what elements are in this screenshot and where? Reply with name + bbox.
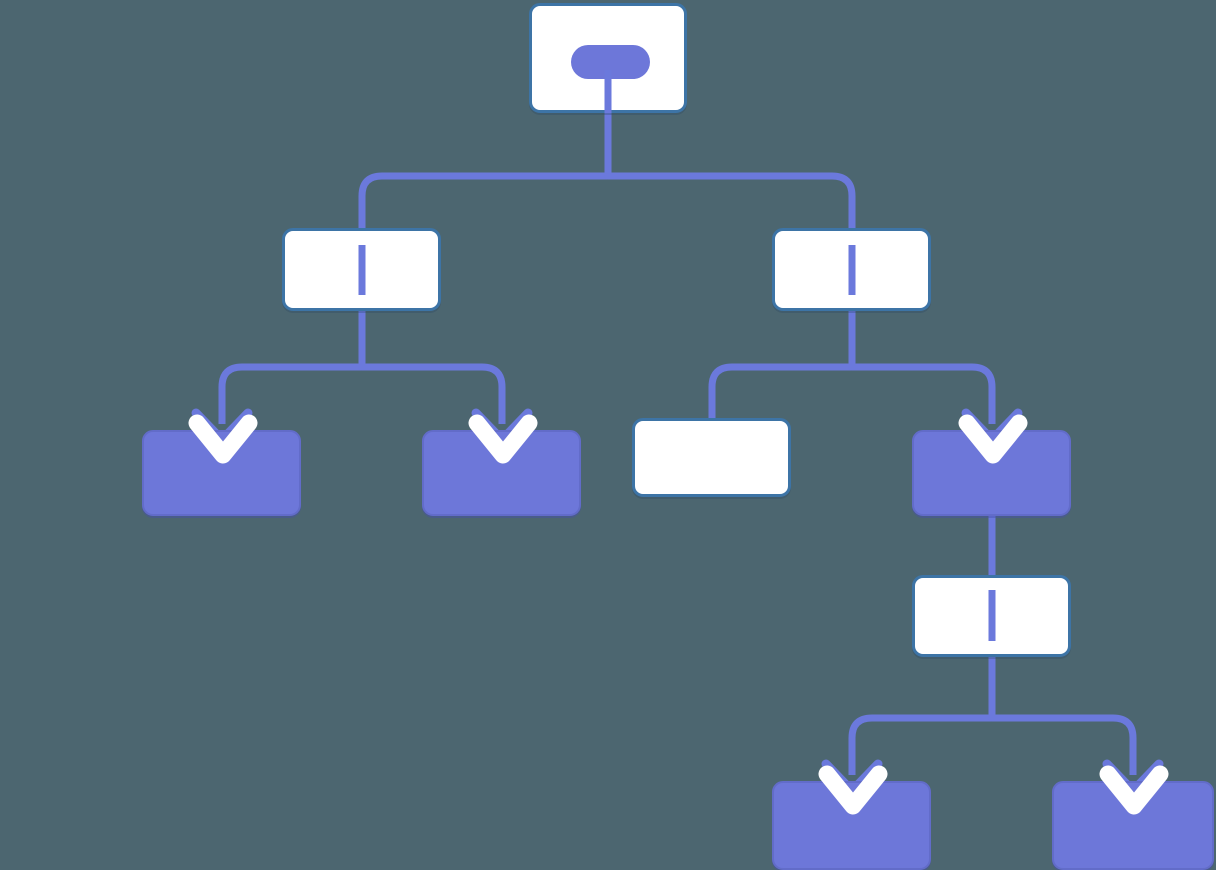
node-l3-a[interactable] [912,575,1071,657]
node-l2-c[interactable] [632,418,791,497]
node-l2-d[interactable] [912,430,1071,516]
node-l2-b[interactable] [422,430,581,516]
node-l1-left[interactable] [282,228,441,311]
node-root-badge [571,45,650,79]
node-root[interactable] [529,3,687,113]
node-l1-right[interactable] [772,228,931,311]
node-l4-b[interactable] [1052,781,1214,870]
node-l4-a[interactable] [772,781,931,870]
node-l2-a[interactable] [142,430,301,516]
